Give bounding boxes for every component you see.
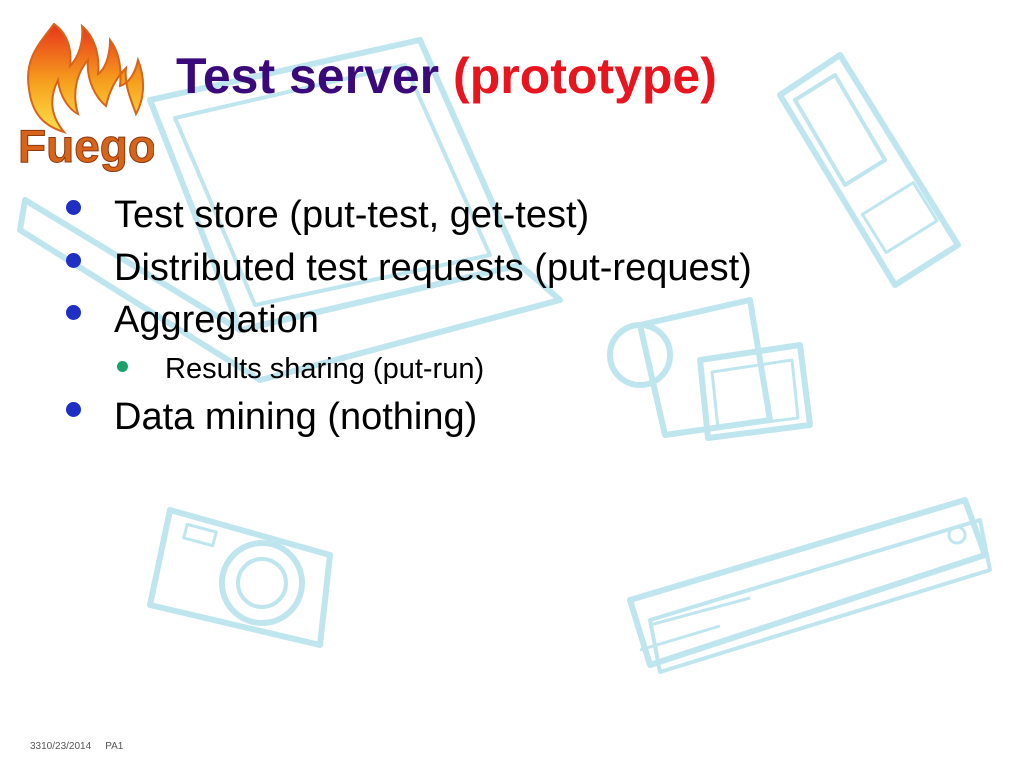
bullet-dot-icon bbox=[66, 200, 81, 215]
camcorder-icon bbox=[607, 297, 813, 441]
bullet-text: Aggregation bbox=[114, 299, 319, 341]
sub-bullet-dot-icon bbox=[117, 361, 128, 372]
bullet-item: Test store (put-test, get-test) bbox=[114, 190, 589, 240]
logo-text: Fuego bbox=[18, 120, 154, 172]
bullet-text: Distributed test requests (put-request) bbox=[114, 247, 752, 289]
bullet-item: Data mining (nothing) bbox=[114, 392, 477, 442]
slide-number: 33 bbox=[30, 741, 42, 752]
bullet-dot-icon bbox=[66, 402, 81, 417]
slide-date: 10/23/2014 bbox=[41, 741, 92, 752]
set-top-box-icon bbox=[627, 497, 992, 674]
slide-title: Test server (prototype) bbox=[176, 44, 717, 108]
laptop-icon bbox=[17, 37, 563, 383]
bullet-text: Results sharing (put-run) bbox=[165, 353, 485, 385]
mobile-phone-icon bbox=[777, 52, 961, 288]
compact-camera-icon bbox=[147, 507, 333, 648]
title-accent: (prototype) bbox=[453, 48, 717, 104]
bullet-item: Distributed test requests (put-request) bbox=[114, 243, 752, 293]
fuego-flame-logo: Fuego bbox=[18, 22, 154, 173]
bullet-dot-icon bbox=[66, 253, 81, 268]
title-main: Test server bbox=[176, 48, 440, 104]
bullet-dot-icon bbox=[66, 305, 81, 320]
bullet-text: Test store (put-test, get-test) bbox=[114, 194, 590, 236]
bullet-text: Data mining (nothing) bbox=[114, 396, 478, 438]
bullet-item: Aggregation bbox=[114, 295, 319, 345]
footer-tag: PA1 bbox=[105, 741, 124, 752]
sub-bullet-item: Results sharing (put-run) bbox=[165, 349, 484, 389]
slide-footer: 3310/23/2014 PA1 bbox=[30, 741, 123, 752]
